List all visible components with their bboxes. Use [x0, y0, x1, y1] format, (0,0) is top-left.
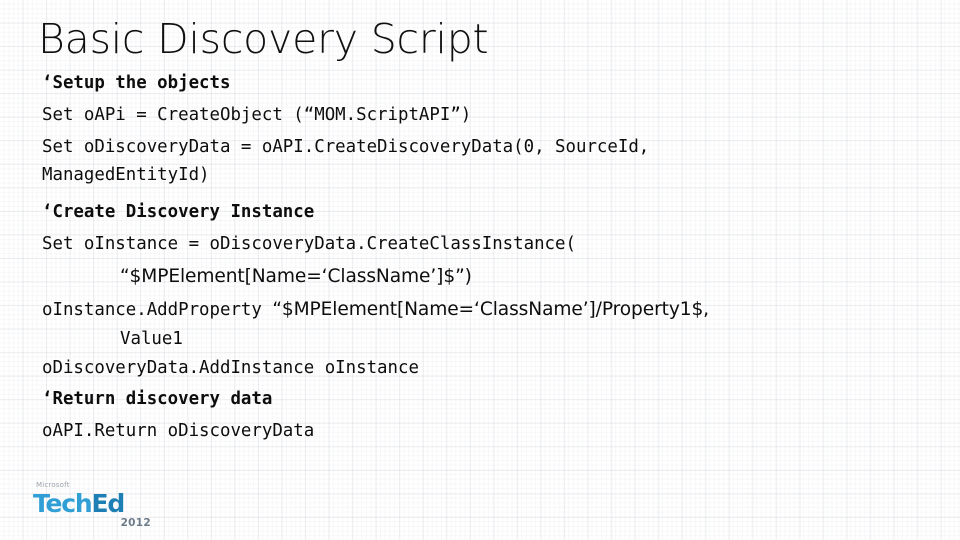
code-line: Set oDiscoveryData = oAPI.CreateDiscover…	[42, 136, 650, 157]
code-line-continuation: Value1	[120, 328, 183, 349]
mpelement-expression: “$MPElement[Name=‘ClassName’]$”)	[120, 265, 472, 287]
page-title: Basic Discovery Script	[38, 15, 489, 63]
logo-wordmark: TechEd	[33, 490, 165, 517]
teched-logo: Microsoft TechEd 2012	[33, 481, 165, 529]
code-line-comment: ‘Create Discovery Instance	[42, 202, 315, 223]
code-line-comment: ‘Setup the objects	[42, 73, 231, 93]
logo-word-ed: Ed	[91, 489, 126, 518]
code-line-continuation: ManagedEntityId)	[42, 165, 210, 186]
logo-vendor-text: Microsoft	[36, 481, 70, 489]
code-line: oAPI.Return oDiscoveryData	[42, 421, 315, 442]
code-block: ‘Setup the objects Set oAPi = CreateObje…	[0, 68, 960, 448]
mpelement-expression: “$MPElement[Name=‘ClassName’]/Property1$…	[272, 298, 709, 320]
code-line-comment: ‘Return discovery data	[42, 389, 273, 410]
code-line: Set oInstance = oDiscoveryData.CreateCla…	[42, 234, 576, 255]
code-line: oInstance.AddProperty “$MPElement[Name=‘…	[0, 294, 960, 327]
code-line: Set oAPi = CreateObject (“MOM.ScriptAPI”…	[42, 104, 472, 125]
code-line-continuation: “$MPElement[Name=‘ClassName’]$”)	[0, 261, 960, 294]
code-line: oDiscoveryData.AddInstance oInstance	[42, 357, 419, 378]
logo-word-tech: Tech	[33, 489, 93, 518]
code-line-call: oInstance.AddProperty	[42, 299, 273, 320]
logo-year: 2012	[120, 517, 151, 529]
